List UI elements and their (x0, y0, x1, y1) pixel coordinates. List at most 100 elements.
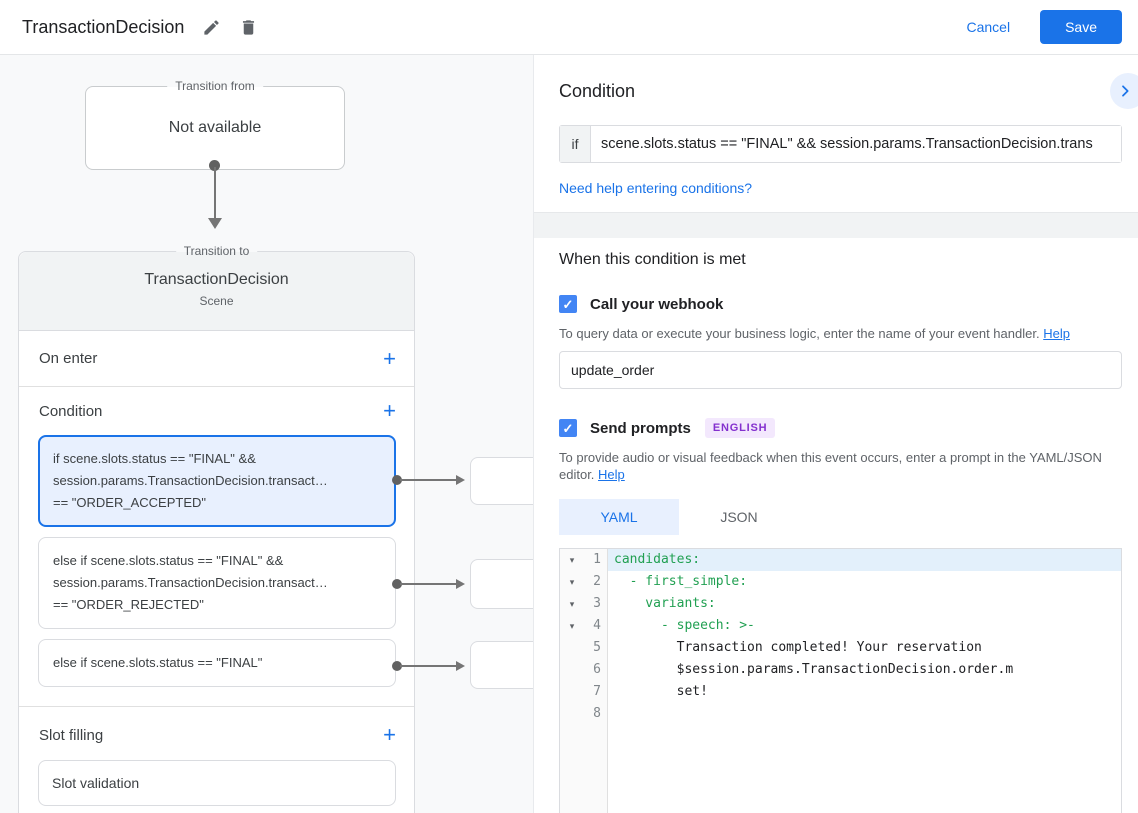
transition-target-box[interactable] (470, 457, 533, 505)
fold-toggle-icon[interactable]: ▾ (560, 571, 584, 593)
add-on-enter-button[interactable]: + (383, 345, 396, 371)
on-enter-label: On enter (39, 350, 98, 367)
condition-item-accepted[interactable]: if scene.slots.status == "FINAL" && sess… (38, 435, 396, 527)
line-number-gutter (584, 725, 608, 813)
send-prompts-checkbox[interactable]: ✓ (559, 419, 577, 437)
connector-line (400, 665, 458, 667)
scene-name: TransactionDecision (144, 271, 289, 288)
editor-line: ▾ 2 - first_simple: (560, 571, 1121, 593)
fold-toggle-icon[interactable]: ▾ (560, 615, 584, 637)
condition-item-rejected[interactable]: else if scene.slots.status == "FINAL" &&… (38, 537, 396, 629)
fold-gutter (560, 637, 584, 659)
scene-diagram-panel: Transition from Not available Transition… (0, 55, 533, 813)
webhook-handler-input[interactable] (559, 351, 1122, 389)
code-text: set! (614, 684, 708, 699)
condition-text-line: else if scene.slots.status == "FINAL" (53, 655, 263, 670)
code-text: candidates: (608, 549, 1121, 571)
panel-title: Condition (559, 81, 636, 101)
condition-text-line: else if scene.slots.status == "FINAL" && (53, 553, 284, 568)
arrow-right-icon (456, 661, 465, 671)
save-button[interactable]: Save (1040, 10, 1122, 44)
fold-gutter (560, 659, 584, 681)
connector-dot (392, 579, 402, 589)
on-enter-section: On enter + (19, 331, 414, 387)
condition-item-final[interactable]: else if scene.slots.status == "FINAL" (38, 639, 396, 687)
tab-json[interactable]: JSON (720, 509, 758, 525)
code-text: - first_simple: (614, 574, 748, 589)
editor-format-tabs: YAML JSON (559, 499, 1122, 535)
pencil-icon (204, 19, 220, 35)
scene-card-header: TransactionDecision Scene (19, 252, 414, 331)
topbar: TransactionDecision Cancel Save (0, 0, 1138, 55)
call-webhook-checkbox[interactable]: ✓ (559, 295, 577, 313)
slot-validation-card[interactable]: Slot validation (38, 760, 396, 806)
code-text: $session.params.TransactionDecision.orde… (614, 662, 1014, 677)
transition-from-value: Not available (168, 119, 262, 136)
edit-scene-button[interactable] (202, 18, 221, 37)
fold-toggle-icon[interactable]: ▾ (560, 549, 584, 571)
condition-text-line: == "ORDER_REJECTED" (53, 597, 204, 612)
editor-empty-area (560, 725, 1121, 813)
webhook-help-link[interactable]: Help (1043, 326, 1070, 341)
cancel-button[interactable]: Cancel (966, 19, 1011, 35)
line-number: 1 (584, 549, 608, 571)
connector-dot (392, 475, 402, 485)
collapse-panel-button[interactable] (1110, 73, 1138, 109)
line-number: 5 (584, 637, 608, 659)
condition-section-header: Condition + (19, 395, 414, 427)
slot-validation-label: Slot validation (52, 775, 140, 791)
tab-yaml[interactable]: YAML (559, 499, 679, 535)
webhook-description-text: To query data or execute your business l… (559, 326, 1040, 341)
when-met-title: When this condition is met (559, 251, 746, 268)
condition-expression-row: if (559, 125, 1122, 163)
editor-line: 6 $session.params.TransactionDecision.or… (560, 659, 1121, 681)
condition-section: Condition + if scene.slots.status == "FI… (19, 387, 414, 707)
transition-target-box[interactable] (470, 559, 533, 609)
fold-gutter (560, 703, 584, 725)
page-title: TransactionDecision (22, 16, 185, 37)
slot-filling-header: Slot filling + (19, 719, 414, 751)
connector-dot (209, 160, 220, 171)
condition-text-line: if scene.slots.status == "FINAL" && (53, 451, 256, 466)
line-number: 4 (584, 615, 608, 637)
connector-line (400, 479, 458, 481)
trash-icon (243, 19, 255, 35)
send-prompts-row: ✓ Send prompts ENGLISH (559, 418, 1122, 438)
scene-type: Scene (199, 294, 234, 308)
connector-dot (392, 661, 402, 671)
delete-scene-button[interactable] (239, 18, 258, 37)
arrow-down-icon (208, 218, 222, 229)
condition-expression-input[interactable] (591, 126, 1121, 162)
yaml-editor[interactable]: ▾ 1 candidates: ▾ 2 - first_simple: ▾ 3 … (559, 548, 1122, 813)
language-badge: ENGLISH (704, 418, 776, 438)
line-number: 2 (584, 571, 608, 593)
connector-line (400, 583, 458, 585)
add-slot-button[interactable]: + (383, 722, 396, 747)
line-number: 3 (584, 593, 608, 615)
condition-label: Condition (39, 402, 103, 420)
prompts-help-link[interactable]: Help (598, 467, 625, 482)
arrow-right-icon (456, 579, 465, 589)
condition-text-line: == "ORDER_ACCEPTED" (53, 495, 206, 510)
webhook-description: To query data or execute your business l… (559, 325, 1122, 342)
line-number: 8 (584, 703, 608, 725)
prompts-description-text: To provide audio or visual feedback when… (559, 450, 1102, 482)
conditions-help-link[interactable]: Need help entering conditions? (559, 180, 753, 196)
topbar-title-group: TransactionDecision (22, 17, 258, 38)
editor-line: 7 set! (560, 681, 1121, 703)
prompts-description: To provide audio or visual feedback when… (559, 449, 1122, 483)
main-content: Transition from Not available Transition… (0, 55, 1138, 813)
arrow-right-icon (456, 475, 465, 485)
transition-target-box[interactable] (470, 641, 533, 689)
editor-line: ▾ 1 candidates: (560, 549, 1121, 571)
transition-from-label: Transition from (167, 79, 263, 94)
section-divider (534, 212, 1138, 238)
if-prefix: if (560, 126, 591, 162)
transition-to-label: Transition to (175, 244, 258, 259)
editor-line: 8 (560, 703, 1121, 725)
slot-filling-label: Slot filling (39, 726, 104, 744)
add-condition-button[interactable]: + (383, 398, 396, 423)
editor-line: 5 Transaction completed! Your reservatio… (560, 637, 1121, 659)
fold-toggle-icon[interactable]: ▾ (560, 593, 584, 615)
